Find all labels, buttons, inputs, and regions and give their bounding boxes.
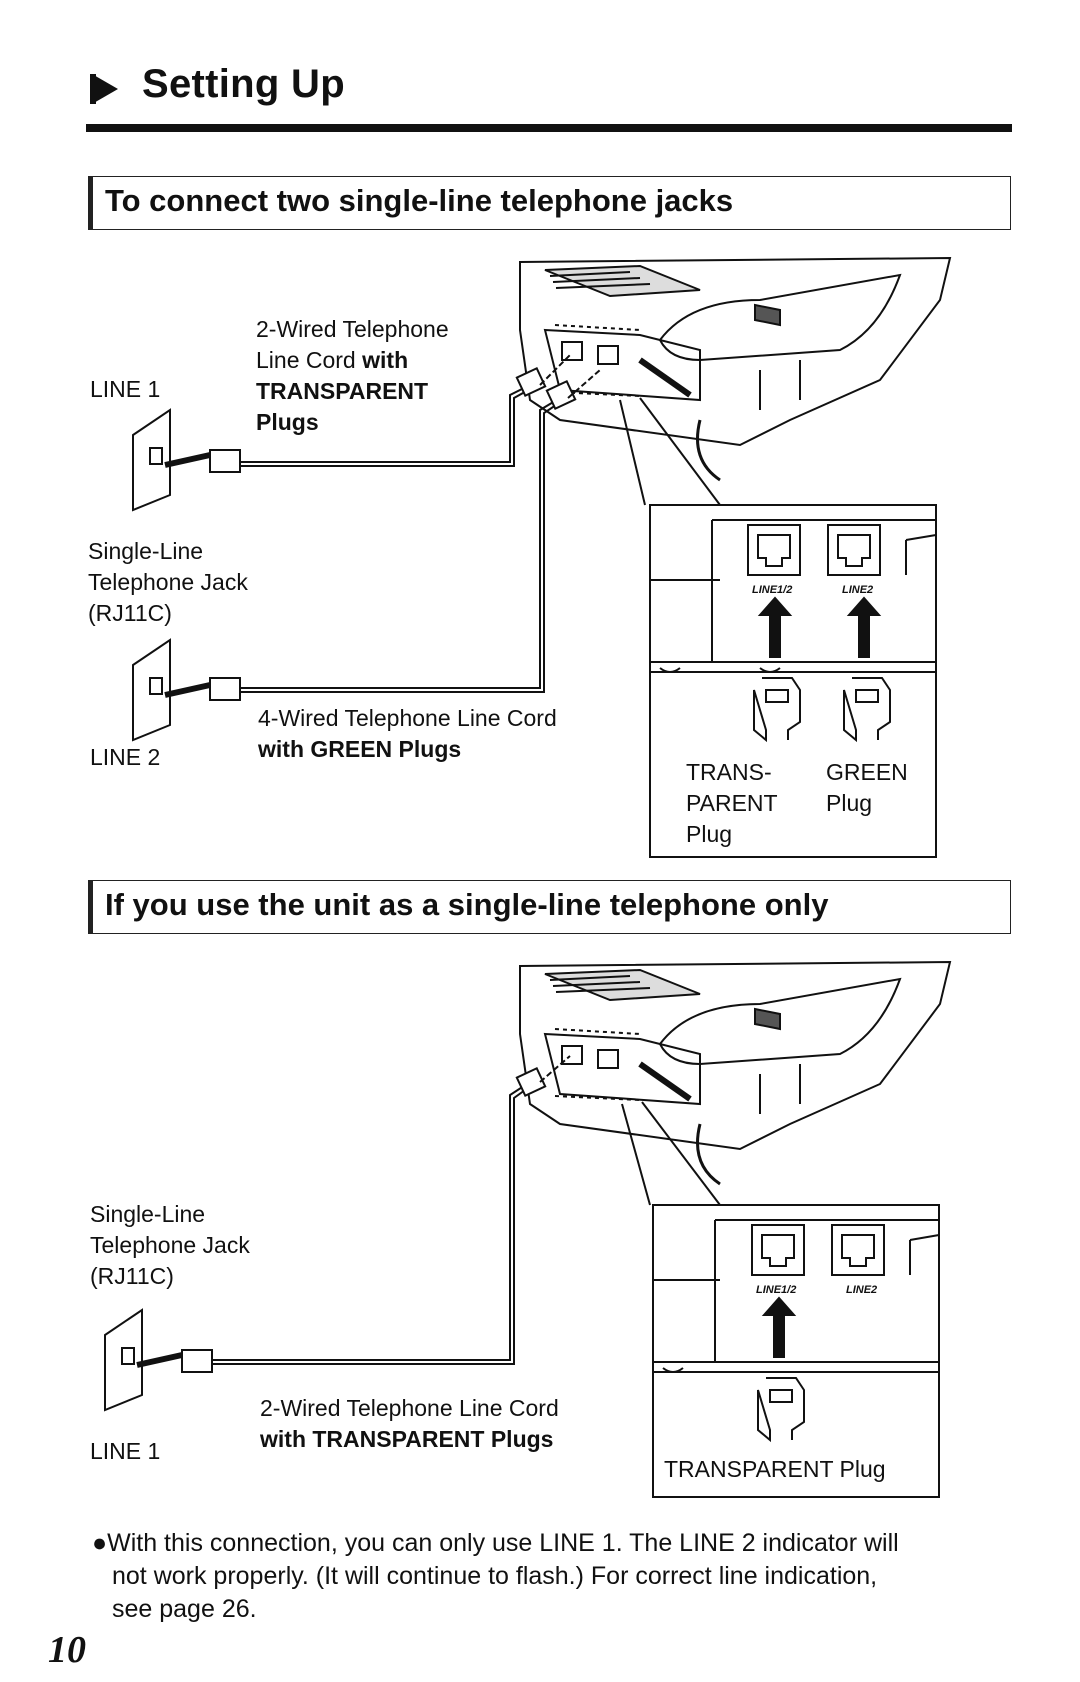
cord4-line1: 4-Wired Telephone Line Cord — [258, 705, 557, 731]
section2-title: If you use the unit as a single-line tel… — [105, 887, 829, 922]
section1-cord2-label: 2-Wired Telephone Line Cord with TRANSPA… — [256, 314, 449, 438]
cord4-line2: with GREEN Plugs — [258, 736, 462, 762]
inset2-plug-label: TRANSPARENT Plug — [664, 1456, 886, 1482]
inset1-port2-label: LINE2 — [842, 584, 874, 596]
cord2-line3: TRANSPARENT — [256, 378, 429, 404]
cord2-line2: Line Cord with — [256, 345, 449, 376]
section1-cord4-label: 4-Wired Telephone Line Cord with GREEN P… — [258, 703, 557, 765]
s2-jack-line2: Telephone Jack — [90, 1232, 250, 1258]
section2-cord-label: 2-Wired Telephone Line Cord with TRANSPA… — [260, 1393, 559, 1455]
note-line2: not work properly. (It will continue to … — [112, 1562, 878, 1590]
wall-jack-line2 — [132, 638, 241, 742]
cord2-line2b: with — [362, 347, 409, 373]
wall-jack-section2 — [104, 1308, 213, 1412]
section1-line2-label: LINE 2 — [90, 744, 161, 770]
section1-title-box: To connect two single-line telephone jac… — [88, 176, 1011, 230]
plug2-line2: Plug — [826, 790, 873, 816]
note-line1: ●With this connection, you can only use … — [92, 1529, 899, 1557]
s2-cord-line2: with TRANSPARENT Plugs — [260, 1426, 554, 1452]
s2-jack-line3: (RJ11C) — [90, 1263, 174, 1289]
phone-base-unit-2 — [519, 960, 952, 1186]
phone-base-unit-1 — [519, 256, 952, 482]
page-number: 10 — [48, 1629, 86, 1671]
page-title: Setting Up — [142, 62, 345, 106]
inset1-port1-label: LINE1/2 — [752, 584, 793, 596]
plug1-line2: PARENT — [686, 790, 778, 816]
inset1-plug2-label: GREEN Plug — [826, 757, 908, 819]
jack-line3: (RJ11C) — [88, 600, 172, 626]
cord2-line2a: Line Cord — [256, 347, 363, 373]
connection-note: ●With this connection, you can only use … — [92, 1527, 1022, 1626]
inset2-port2-label: LINE2 — [846, 1284, 878, 1296]
plug1-line1: TRANS- — [686, 759, 772, 785]
plug1-line3: Plug — [686, 821, 733, 847]
jack-line1: Single-Line — [88, 538, 204, 564]
cord2-line1: 2-Wired Telephone — [256, 316, 449, 342]
s2-cord-line1: 2-Wired Telephone Line Cord — [260, 1395, 559, 1421]
section2-title-box: If you use the unit as a single-line tel… — [88, 880, 1011, 934]
note-line3: see page 26. — [112, 1595, 257, 1623]
section2-jack-label: Single-Line Telephone Jack (RJ11C) — [90, 1199, 250, 1292]
section1-title: To connect two single-line telephone jac… — [105, 183, 734, 218]
section1-jack-label: Single-Line Telephone Jack (RJ11C) — [88, 536, 248, 629]
inset2-port1-label: LINE1/2 — [756, 1284, 797, 1296]
inset1-plug1-label: TRANS- PARENT Plug — [686, 757, 778, 850]
plug2-line1: GREEN — [826, 759, 908, 785]
cord2-line4: Plugs — [256, 409, 319, 435]
section1-line1-label: LINE 1 — [90, 376, 161, 402]
s2-jack-line1: Single-Line — [90, 1201, 206, 1227]
wall-jack-line1 — [132, 408, 241, 512]
section2-line1-label: LINE 1 — [90, 1438, 161, 1464]
header-arrow-icon — [90, 74, 118, 104]
jack-line2: Telephone Jack — [88, 569, 248, 595]
header-rule — [86, 124, 1012, 132]
